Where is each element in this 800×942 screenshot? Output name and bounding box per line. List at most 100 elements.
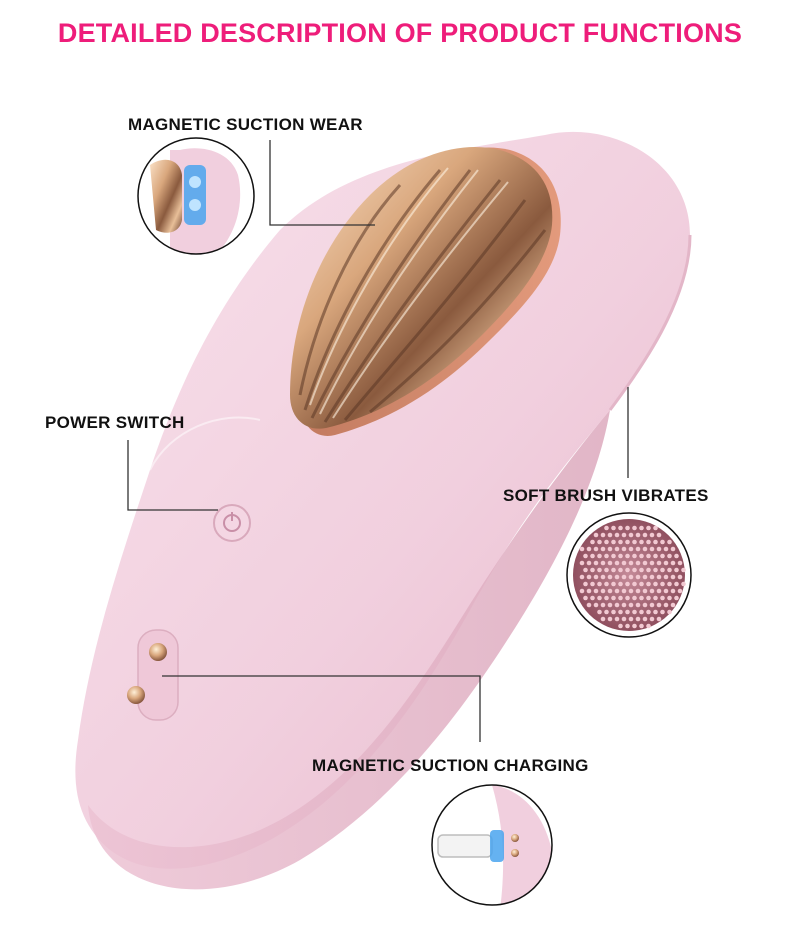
brush-bristle [618, 581, 623, 587]
brush-bristle [628, 616, 634, 622]
brush-bristle [611, 609, 616, 615]
brush-bristle [656, 560, 662, 566]
brush-bristle [583, 567, 588, 573]
brush-bristle [607, 546, 613, 552]
brush-bristle [604, 595, 609, 601]
brush-bristle [625, 595, 630, 601]
brush-bristle [607, 616, 613, 622]
brush-bristle [625, 553, 630, 559]
brush-bristle [681, 581, 686, 587]
brush-bristle [590, 581, 595, 587]
brush-bristle [642, 616, 648, 622]
brush-bristle [660, 581, 665, 587]
brush-bristle [621, 602, 627, 608]
brush-bristle [579, 588, 585, 594]
brush-bristle [653, 581, 658, 587]
brush-bristle [579, 574, 585, 580]
brush-bristle [583, 553, 588, 559]
brush-bristle [607, 532, 613, 538]
brush-bristle [674, 567, 679, 573]
brush-bristle [607, 560, 613, 566]
brush-bristle [600, 602, 606, 608]
brush-bristle [621, 574, 627, 580]
brush-bristle [635, 602, 641, 608]
brush-bristle [625, 581, 630, 587]
brush-bristle [593, 588, 599, 594]
brush-bristle [621, 616, 627, 622]
brush-bristle [604, 567, 609, 573]
brush-bristle [625, 567, 630, 573]
brush-bristle [677, 560, 683, 566]
brush-bristle [614, 560, 620, 566]
brush-bristle [656, 546, 662, 552]
brush-bristle [635, 616, 641, 622]
brush-bristle [625, 609, 630, 615]
brush-bristle [635, 532, 641, 538]
brush-bristle [656, 616, 662, 622]
brush-bristle [667, 553, 672, 559]
brush-bristle [597, 567, 602, 573]
brush-bristle [649, 560, 655, 566]
brush-bristle [600, 588, 606, 594]
brush-bristle [597, 539, 602, 545]
brush-bristle [663, 574, 669, 580]
callout-magnetic-suction-charging: MAGNETIC SUCTION CHARGING [312, 756, 589, 775]
brush-bristle [653, 567, 658, 573]
power-button[interactable] [213, 504, 251, 542]
brush-bristle [632, 567, 637, 573]
brush-bristle [583, 595, 588, 601]
brush-bristle [649, 602, 655, 608]
brush-bristle [660, 553, 665, 559]
brush-bristle [649, 588, 655, 594]
brush-bristle [628, 546, 634, 552]
brush-bristle [656, 602, 662, 608]
brush-bristle [614, 546, 620, 552]
brush-bristle [590, 539, 595, 545]
brush-bristle [670, 574, 676, 580]
brush-bristle [628, 602, 634, 608]
brush-bristle [639, 567, 644, 573]
brush-bristle [646, 609, 651, 615]
brush-bristle [663, 602, 669, 608]
brush-bristle [639, 539, 644, 545]
brush-bristle [632, 553, 637, 559]
brush-bristle [611, 581, 616, 587]
brush-bristle [653, 553, 658, 559]
brush-bristle [642, 602, 648, 608]
callout-magnetic-suction-wear: MAGNETIC SUCTION WEAR [128, 115, 363, 134]
brush-bristle [604, 581, 609, 587]
brush-bristle [639, 595, 644, 601]
brush-bristle [600, 532, 606, 538]
brush-bristle [600, 560, 606, 566]
brush-bristle [586, 546, 592, 552]
brush-bristle [621, 560, 627, 566]
brush-bristle [600, 616, 606, 622]
magnetic-shell-plate [290, 147, 561, 436]
brush-bristle [604, 553, 609, 559]
brush-bristle [632, 595, 637, 601]
brush-bristle [586, 574, 592, 580]
brush-bristle [618, 595, 623, 601]
brush-bristle [642, 574, 648, 580]
brush-bristle [632, 609, 637, 615]
brush-bristle [642, 546, 648, 552]
device-body [75, 131, 692, 890]
brush-bristle [635, 560, 641, 566]
brush-bristle [667, 595, 672, 601]
brush-bristle [632, 581, 637, 587]
brush-bristle [667, 581, 672, 587]
brush-bristle [653, 525, 658, 531]
brush-bristle [674, 595, 679, 601]
brush-bristle [621, 532, 627, 538]
brush-bristle [646, 567, 651, 573]
brush-bristle [642, 532, 648, 538]
brush-bristle [621, 588, 627, 594]
brush-bristle [670, 602, 676, 608]
brush-bristle [639, 553, 644, 559]
leader-lines [127, 140, 629, 742]
brush-bristle [639, 623, 644, 629]
brush-bristle [621, 546, 627, 552]
brush-bristle [618, 567, 623, 573]
brush-bristle [611, 567, 616, 573]
brush-bristle [635, 574, 641, 580]
